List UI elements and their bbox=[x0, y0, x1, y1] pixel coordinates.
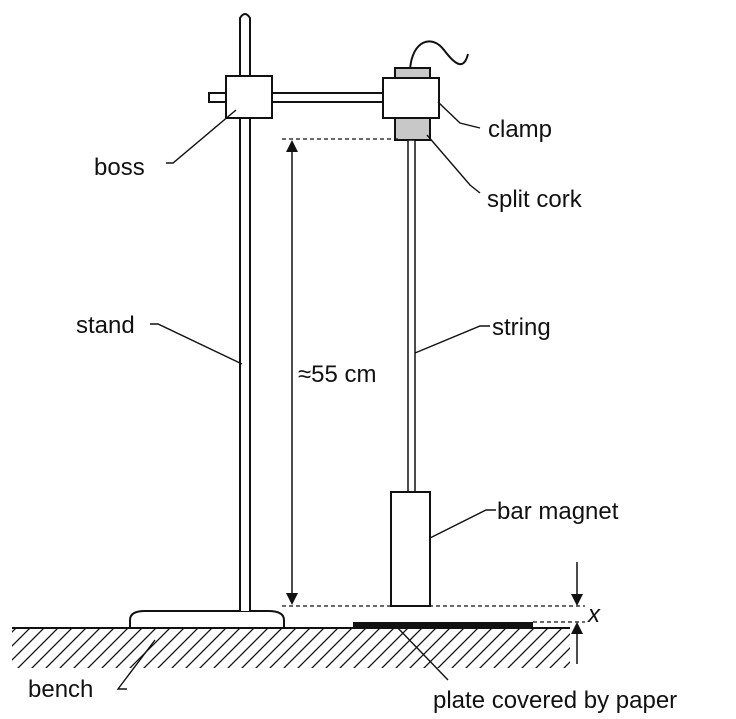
height-dimension-arrow bbox=[286, 140, 298, 605]
wire bbox=[409, 40, 469, 71]
stand-label: stand bbox=[76, 312, 135, 339]
stand-rod bbox=[239, 13, 251, 611]
string bbox=[407, 139, 416, 493]
boss bbox=[225, 75, 273, 119]
gap-dimension-arrows bbox=[571, 562, 583, 664]
bar-magnet bbox=[390, 491, 431, 607]
split-cork bbox=[394, 115, 431, 141]
bench bbox=[12, 627, 570, 668]
bench-label: bench bbox=[28, 676, 93, 703]
height-label: ≈55 cm bbox=[298, 361, 377, 388]
boss-label: boss bbox=[94, 154, 145, 181]
plate bbox=[353, 622, 533, 628]
leader-lines bbox=[116, 101, 496, 690]
clamp-label: clamp bbox=[488, 116, 552, 143]
clamp bbox=[382, 77, 440, 119]
split-cork-label: split cork bbox=[487, 186, 583, 213]
plate-label: plate covered by paper bbox=[433, 687, 677, 714]
reference-lines bbox=[282, 138, 585, 623]
bar-magnet-label: bar magnet bbox=[497, 498, 619, 525]
gap-variable-label: x bbox=[587, 601, 601, 628]
string-label: string bbox=[492, 314, 551, 341]
stand-base bbox=[129, 610, 285, 629]
